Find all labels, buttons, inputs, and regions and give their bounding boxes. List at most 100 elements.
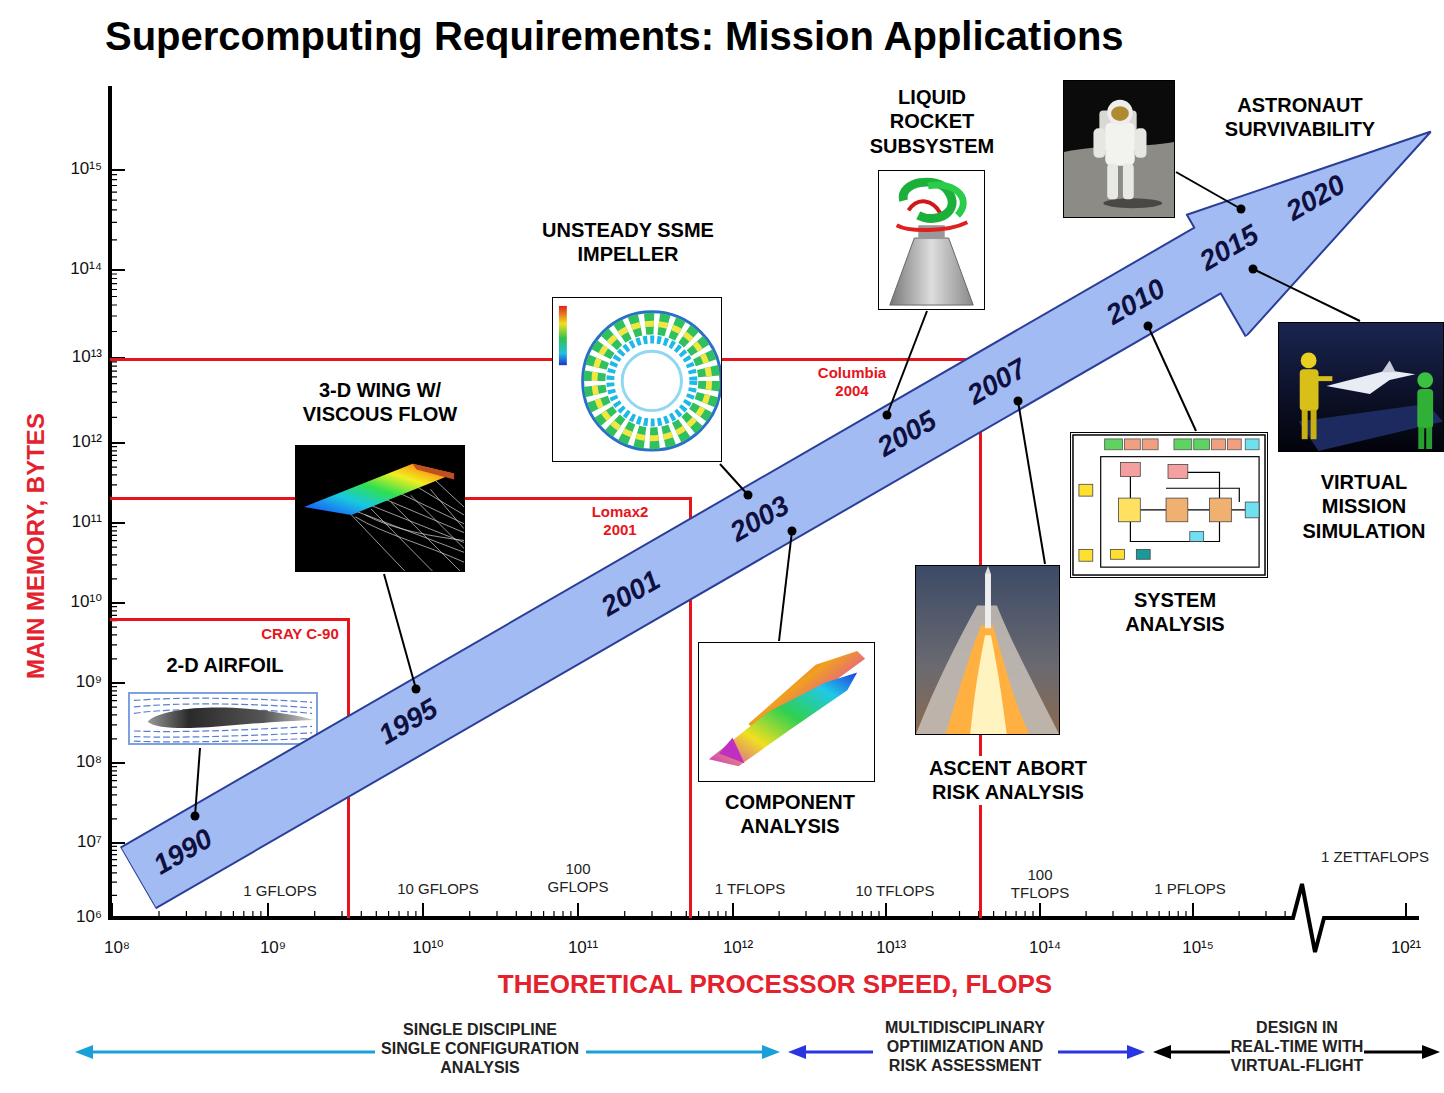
x-tick-label: 10⁸ [85, 938, 149, 958]
speed-label-slot: 10 GFLOPS [383, 880, 493, 898]
pipe-shape [908, 201, 939, 212]
leader-line [779, 531, 792, 641]
image-node: 2-D AIRFOIL [128, 653, 320, 745]
y-tick-label: 10⁷ [32, 832, 102, 852]
pipe-shape [897, 222, 968, 230]
system-label-slot: Lomax2 2001 [584, 503, 656, 539]
speed-label: 1 TFLOPS [700, 880, 800, 898]
y-tick-label: 10⁸ [32, 752, 102, 772]
picture-frame [552, 297, 722, 462]
system-diagram-illustration [1071, 433, 1267, 577]
axis-title: THEORETICAL PROCESSOR SPEED, FLOPS [395, 968, 1155, 1000]
picture-ground [699, 643, 874, 781]
speed-label-slot: 1 TFLOPS [700, 880, 800, 898]
speed-label-slot: 100 TFLOPS [1004, 866, 1076, 902]
pipe-shape [928, 185, 963, 215]
axis-title-slot: THEORETICAL PROCESSOR SPEED, FLOPS [395, 968, 1155, 1000]
picture-ground [130, 694, 316, 743]
rocket-engine-illustration [879, 171, 984, 309]
leader-line [1018, 401, 1045, 564]
suit-arm [1093, 128, 1105, 158]
leader-line [1148, 326, 1196, 431]
figure-head [1301, 353, 1317, 369]
figure-leg [1311, 410, 1317, 440]
x-tick-label: 10¹⁴ [1013, 938, 1077, 958]
image-heading: LIQUID ROCKET SUBSYSTEM [862, 85, 1002, 158]
vehicle-nose [985, 566, 991, 574]
y-axis [108, 86, 112, 920]
wing-illustration [296, 446, 464, 571]
axis-title-slot: MAIN MEMORY, BYTES [21, 376, 51, 716]
y-tick-label-slot: 10¹¹ [32, 512, 102, 532]
color-scale [559, 306, 567, 365]
speed-label: 1 PFLOPS [1140, 880, 1240, 898]
leader-line [1176, 172, 1241, 209]
picture-frame [295, 445, 465, 572]
x-tick-label: 10¹⁰ [396, 938, 460, 958]
image-node: SYSTEM ANALYSIS [1070, 432, 1268, 637]
scope-arrowhead [75, 1045, 93, 1059]
suit-leg [1107, 164, 1118, 199]
scope-label: MULTIDISCIPLINARY OPTIIMIZATION AND RISK… [873, 1018, 1058, 1075]
picture-ground [1279, 323, 1443, 451]
leader-line [720, 464, 748, 495]
image-heading: ASCENT ABORT RISK ANALYSIS [911, 756, 1106, 805]
image-heading-slot: ASTRONAUT SURVIVABILITY [1210, 93, 1390, 142]
leader-dot [191, 812, 200, 821]
speed-label-slot: 100 GFLOPS [542, 860, 614, 896]
system-label-slot: CRAY C-90 [255, 625, 345, 643]
figure-leg [1426, 427, 1432, 449]
suit-arm [1135, 128, 1147, 158]
block-wires [1130, 472, 1245, 541]
image-node: VIRTUAL MISSION SIMULATION [1278, 322, 1444, 543]
page-title-slot: Supercomputing Requirements: Mission App… [105, 12, 1124, 60]
leader-dot [788, 527, 797, 536]
impeller-illustration [553, 298, 721, 461]
inner-frame [1101, 457, 1259, 567]
speed-label: 10 GFLOPS [383, 880, 493, 898]
system-label: CRAY C-90 [255, 625, 345, 643]
system-label: Lomax2 2001 [584, 503, 656, 539]
picture-ground [879, 171, 984, 309]
image-heading: VIRTUAL MISSION SIMULATION [1289, 470, 1439, 543]
x-tick-label: 10²¹ [1374, 938, 1438, 958]
x-tick-label-slot: 10¹⁵ [1166, 938, 1230, 958]
picture-border [1073, 435, 1265, 575]
scope-arrowhead [1153, 1045, 1171, 1059]
y-tick-label: 10¹⁵ [32, 159, 102, 179]
arrow-body [113, 88, 1444, 951]
leader-dot [1144, 322, 1153, 331]
system-label: Columbia 2004 [807, 364, 897, 400]
leader-dot [1014, 397, 1023, 406]
y-tick-label-slot: 10⁷ [32, 832, 102, 852]
wing-tip [413, 464, 455, 480]
y-tick-label-slot: 10⁹ [32, 672, 102, 692]
page-title: Supercomputing Requirements: Mission App… [105, 12, 1124, 60]
scope-label-slot: DESIGN IN REAL-TIME WITH VIRTUAL-FLIGHT [1230, 1018, 1364, 1075]
picture-frame [1070, 432, 1268, 578]
image-heading: COMPONENT ANALYSIS [705, 790, 875, 839]
figure-arm [1317, 376, 1333, 381]
image-node: LIQUID ROCKET SUBSYSTEM [862, 85, 1002, 310]
image-node: 3-D WING W/ VISCOUS FLOW [280, 378, 480, 572]
image-heading-slot: SYSTEM ANALYSIS [1105, 588, 1245, 637]
launch-vehicle [985, 574, 991, 628]
speed-label: 1 ZETTAFLOPS [1311, 848, 1439, 866]
x-tick-label-slot: 10¹² [706, 938, 770, 958]
image-heading: UNSTEADY SSME IMPELLER [518, 218, 738, 267]
impeller-rings [583, 312, 721, 450]
scope-arrowhead [1422, 1045, 1440, 1059]
shuttle-illustration [699, 643, 874, 781]
flame [946, 625, 1030, 734]
picture-ground [1064, 81, 1174, 217]
speed-label-slot: 1 ZETTAFLOPS [1311, 848, 1439, 866]
x-tick-label: 10¹⁵ [1166, 938, 1230, 958]
leader-dot [412, 685, 421, 694]
figure-body [1417, 389, 1433, 428]
scope-label-slot: MULTIDISCIPLINARY OPTIIMIZATION AND RISK… [873, 1018, 1058, 1075]
leader-line [195, 748, 200, 816]
y-tick-label-slot: 10¹⁰ [32, 592, 102, 612]
astronaut-illustration [1064, 81, 1174, 217]
y-major-ticks [110, 170, 125, 843]
